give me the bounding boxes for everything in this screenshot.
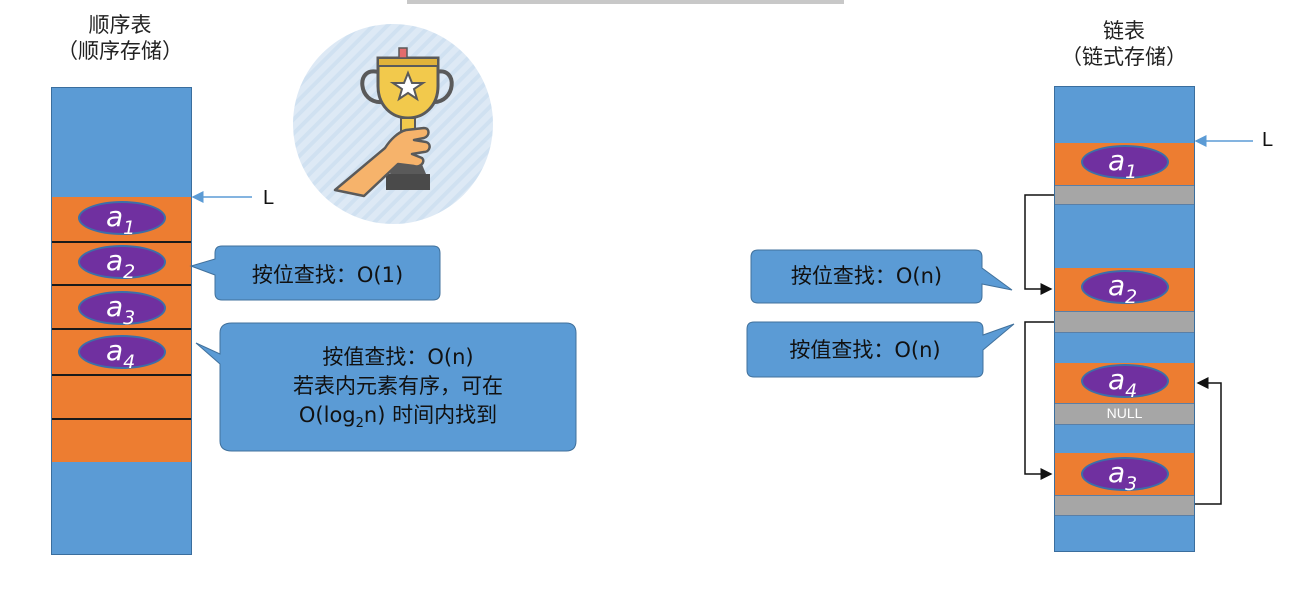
callout-value-search-right-shape bbox=[746, 321, 1015, 378]
element-label: a3 bbox=[106, 290, 136, 330]
linked-node-a2 bbox=[1081, 270, 1169, 304]
node-next-cell bbox=[1055, 311, 1194, 333]
link-a2-to-a3 bbox=[1024, 321, 1054, 480]
link-a3-to-a4 bbox=[1195, 377, 1222, 505]
linked-node-a1 bbox=[1081, 145, 1169, 179]
linked-list-title-line2: （链式存储） bbox=[1061, 45, 1187, 69]
callout-value-line3: O(log2n) 时间内找到 bbox=[298, 403, 498, 432]
sequential-memory-block bbox=[51, 87, 192, 555]
sequential-element-a1 bbox=[78, 201, 166, 235]
callout-value-line1: 按值查找：O(n) bbox=[322, 345, 474, 369]
sequential-element-a3 bbox=[78, 291, 166, 325]
callout-value-search-left-shape bbox=[195, 322, 577, 452]
linked-head-pointer-label: L bbox=[1262, 129, 1274, 151]
element-label: a4 bbox=[106, 334, 136, 374]
null-pointer-label: NULL bbox=[1106, 405, 1143, 421]
node-next-cell bbox=[1055, 185, 1194, 205]
element-label: a2 bbox=[1108, 269, 1138, 309]
linked-list-title: 链表 （链式存储） bbox=[1034, 18, 1214, 70]
cell-divider bbox=[52, 284, 191, 286]
cell-divider bbox=[52, 328, 191, 330]
callout-position-search-right-shape bbox=[750, 249, 1013, 304]
top-toolbar-fragment bbox=[407, 0, 844, 4]
cell-divider bbox=[52, 418, 191, 420]
callout-value-search-left: 按值查找：O(n) 若表内元素有序，可在 O(log2n) 时间内找到 bbox=[220, 343, 576, 438]
sequential-list-title-line1: 顺序表 bbox=[88, 13, 152, 37]
sequential-list-title-line2: （顺序存储） bbox=[57, 39, 183, 63]
sequential-head-pointer-label: L bbox=[263, 187, 275, 209]
callout-position-search-right: 按位查找：O(n) bbox=[790, 264, 943, 288]
link-a1-to-a2 bbox=[1024, 194, 1054, 295]
linked-node-a3 bbox=[1081, 457, 1169, 491]
element-label: a2 bbox=[106, 244, 136, 284]
element-label: a1 bbox=[1108, 144, 1138, 184]
callout-position-search-left: 按位查找：O(1) bbox=[251, 263, 404, 287]
sequential-list-title: 顺序表 （顺序存储） bbox=[30, 12, 210, 64]
callout-position-search-left-shape bbox=[189, 245, 441, 301]
callout-value-line2: 若表内元素有序，可在 bbox=[293, 374, 503, 398]
sequential-element-a2 bbox=[78, 245, 166, 279]
linked-node-a4 bbox=[1081, 364, 1169, 398]
element-label: a3 bbox=[1108, 456, 1138, 496]
sequential-element-a4 bbox=[78, 335, 166, 369]
element-label: a4 bbox=[1108, 363, 1138, 403]
callout-value-search-right: 按值查找：O(n) bbox=[789, 338, 941, 362]
trophy-in-hand-icon bbox=[293, 24, 493, 224]
node-next-cell-null bbox=[1055, 403, 1194, 425]
cell-divider bbox=[52, 241, 191, 243]
element-label: a1 bbox=[106, 200, 136, 240]
node-next-cell bbox=[1055, 495, 1194, 516]
cell-divider bbox=[52, 374, 191, 376]
linked-list-title-line1: 链表 bbox=[1103, 19, 1145, 43]
